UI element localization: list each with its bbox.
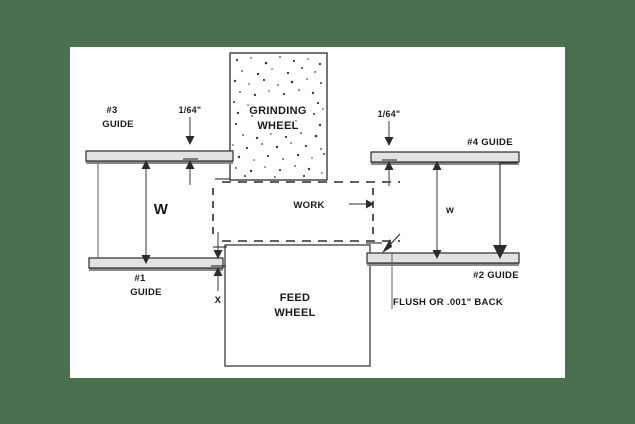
guide-1-bar <box>88 257 224 269</box>
guide-3-bar-shadow <box>86 160 233 164</box>
guide-4-label: #4 GUIDE <box>467 137 513 148</box>
tick-marks-group <box>183 158 397 267</box>
guide-1-label-line1: #1 <box>134 273 146 284</box>
guide-3-underside-arrowhead <box>185 160 195 169</box>
x-upper-arrowhead <box>213 250 223 259</box>
right-dimensions-group: 1/64" w FLUSH OR .001" BACK <box>366 109 517 309</box>
w-minor-arrow-up <box>432 161 442 170</box>
guide-3-label-line2: GUIDE <box>102 119 134 130</box>
guide-3-label-line1: #3 <box>106 105 117 116</box>
feed-wheel-group: FEED WHEEL <box>224 244 371 367</box>
clearance-left-arrowhead <box>185 136 195 145</box>
guide-4-group: #4 GUIDE <box>370 137 520 165</box>
guide-4-bar <box>370 151 520 163</box>
grinding-wheel-label-line1: GRINDING <box>249 105 306 117</box>
w-dimension-arrow-up <box>141 160 151 169</box>
guide-4-to-2-arrowhead <box>493 245 507 259</box>
clearance-right-label: 1/64" <box>378 109 401 119</box>
guide-3-bar <box>85 150 234 162</box>
diagram-canvas: GRINDING WHEEL FEED WHEEL WORK <box>70 47 565 378</box>
guide-4-to-2-connector <box>499 162 517 245</box>
feed-wheel-label-line1: FEED <box>280 292 311 304</box>
grinding-wheel-group: GRINDING WHEEL <box>229 52 328 181</box>
guide-2-label: #2 GUIDE <box>473 270 519 281</box>
w-dimension-label: W <box>154 201 169 218</box>
feed-wheel-box <box>224 244 371 367</box>
w-dimension-arrow-down <box>141 255 151 264</box>
guide-4-bar-shadow <box>371 161 519 165</box>
clearance-right-arrowhead <box>384 137 394 146</box>
work-arrowhead <box>366 199 374 209</box>
grinding-wheel-box <box>229 52 328 181</box>
clearance-left-label: 1/64" <box>179 105 202 115</box>
guide-2-group: #2 GUIDE <box>366 252 520 281</box>
grinding-wheel-texture <box>232 56 325 178</box>
guide-1-bar-shadow <box>89 267 223 271</box>
grinding-wheel-label-line2: WHEEL <box>257 120 298 132</box>
feed-wheel-label-line2: WHEEL <box>274 307 315 319</box>
left-dimensions-group: W 1/64" X <box>97 105 227 306</box>
guide-1-group: #1 GUIDE <box>88 257 224 298</box>
w-minor-arrow-down <box>432 250 442 259</box>
guide-3-group: #3 GUIDE <box>85 105 234 164</box>
work-label: WORK <box>293 200 324 211</box>
flush-arrowhead <box>382 239 392 253</box>
x-lower-arrowhead <box>213 267 223 276</box>
x-dimension-label: X <box>215 295 222 306</box>
work-envelope-group: WORK <box>212 181 400 242</box>
guide-2-bar-shadow <box>367 262 519 266</box>
guide-1-label-line2: GUIDE <box>130 287 162 298</box>
diagram-svg: GRINDING WHEEL FEED WHEEL WORK <box>85 52 520 367</box>
guide-2-bar <box>366 252 520 264</box>
flush-note-label: FLUSH OR .001" BACK <box>393 297 503 308</box>
guide-4-underside-arrowhead <box>384 161 394 170</box>
w-minor-dimension-label: w <box>445 205 454 216</box>
